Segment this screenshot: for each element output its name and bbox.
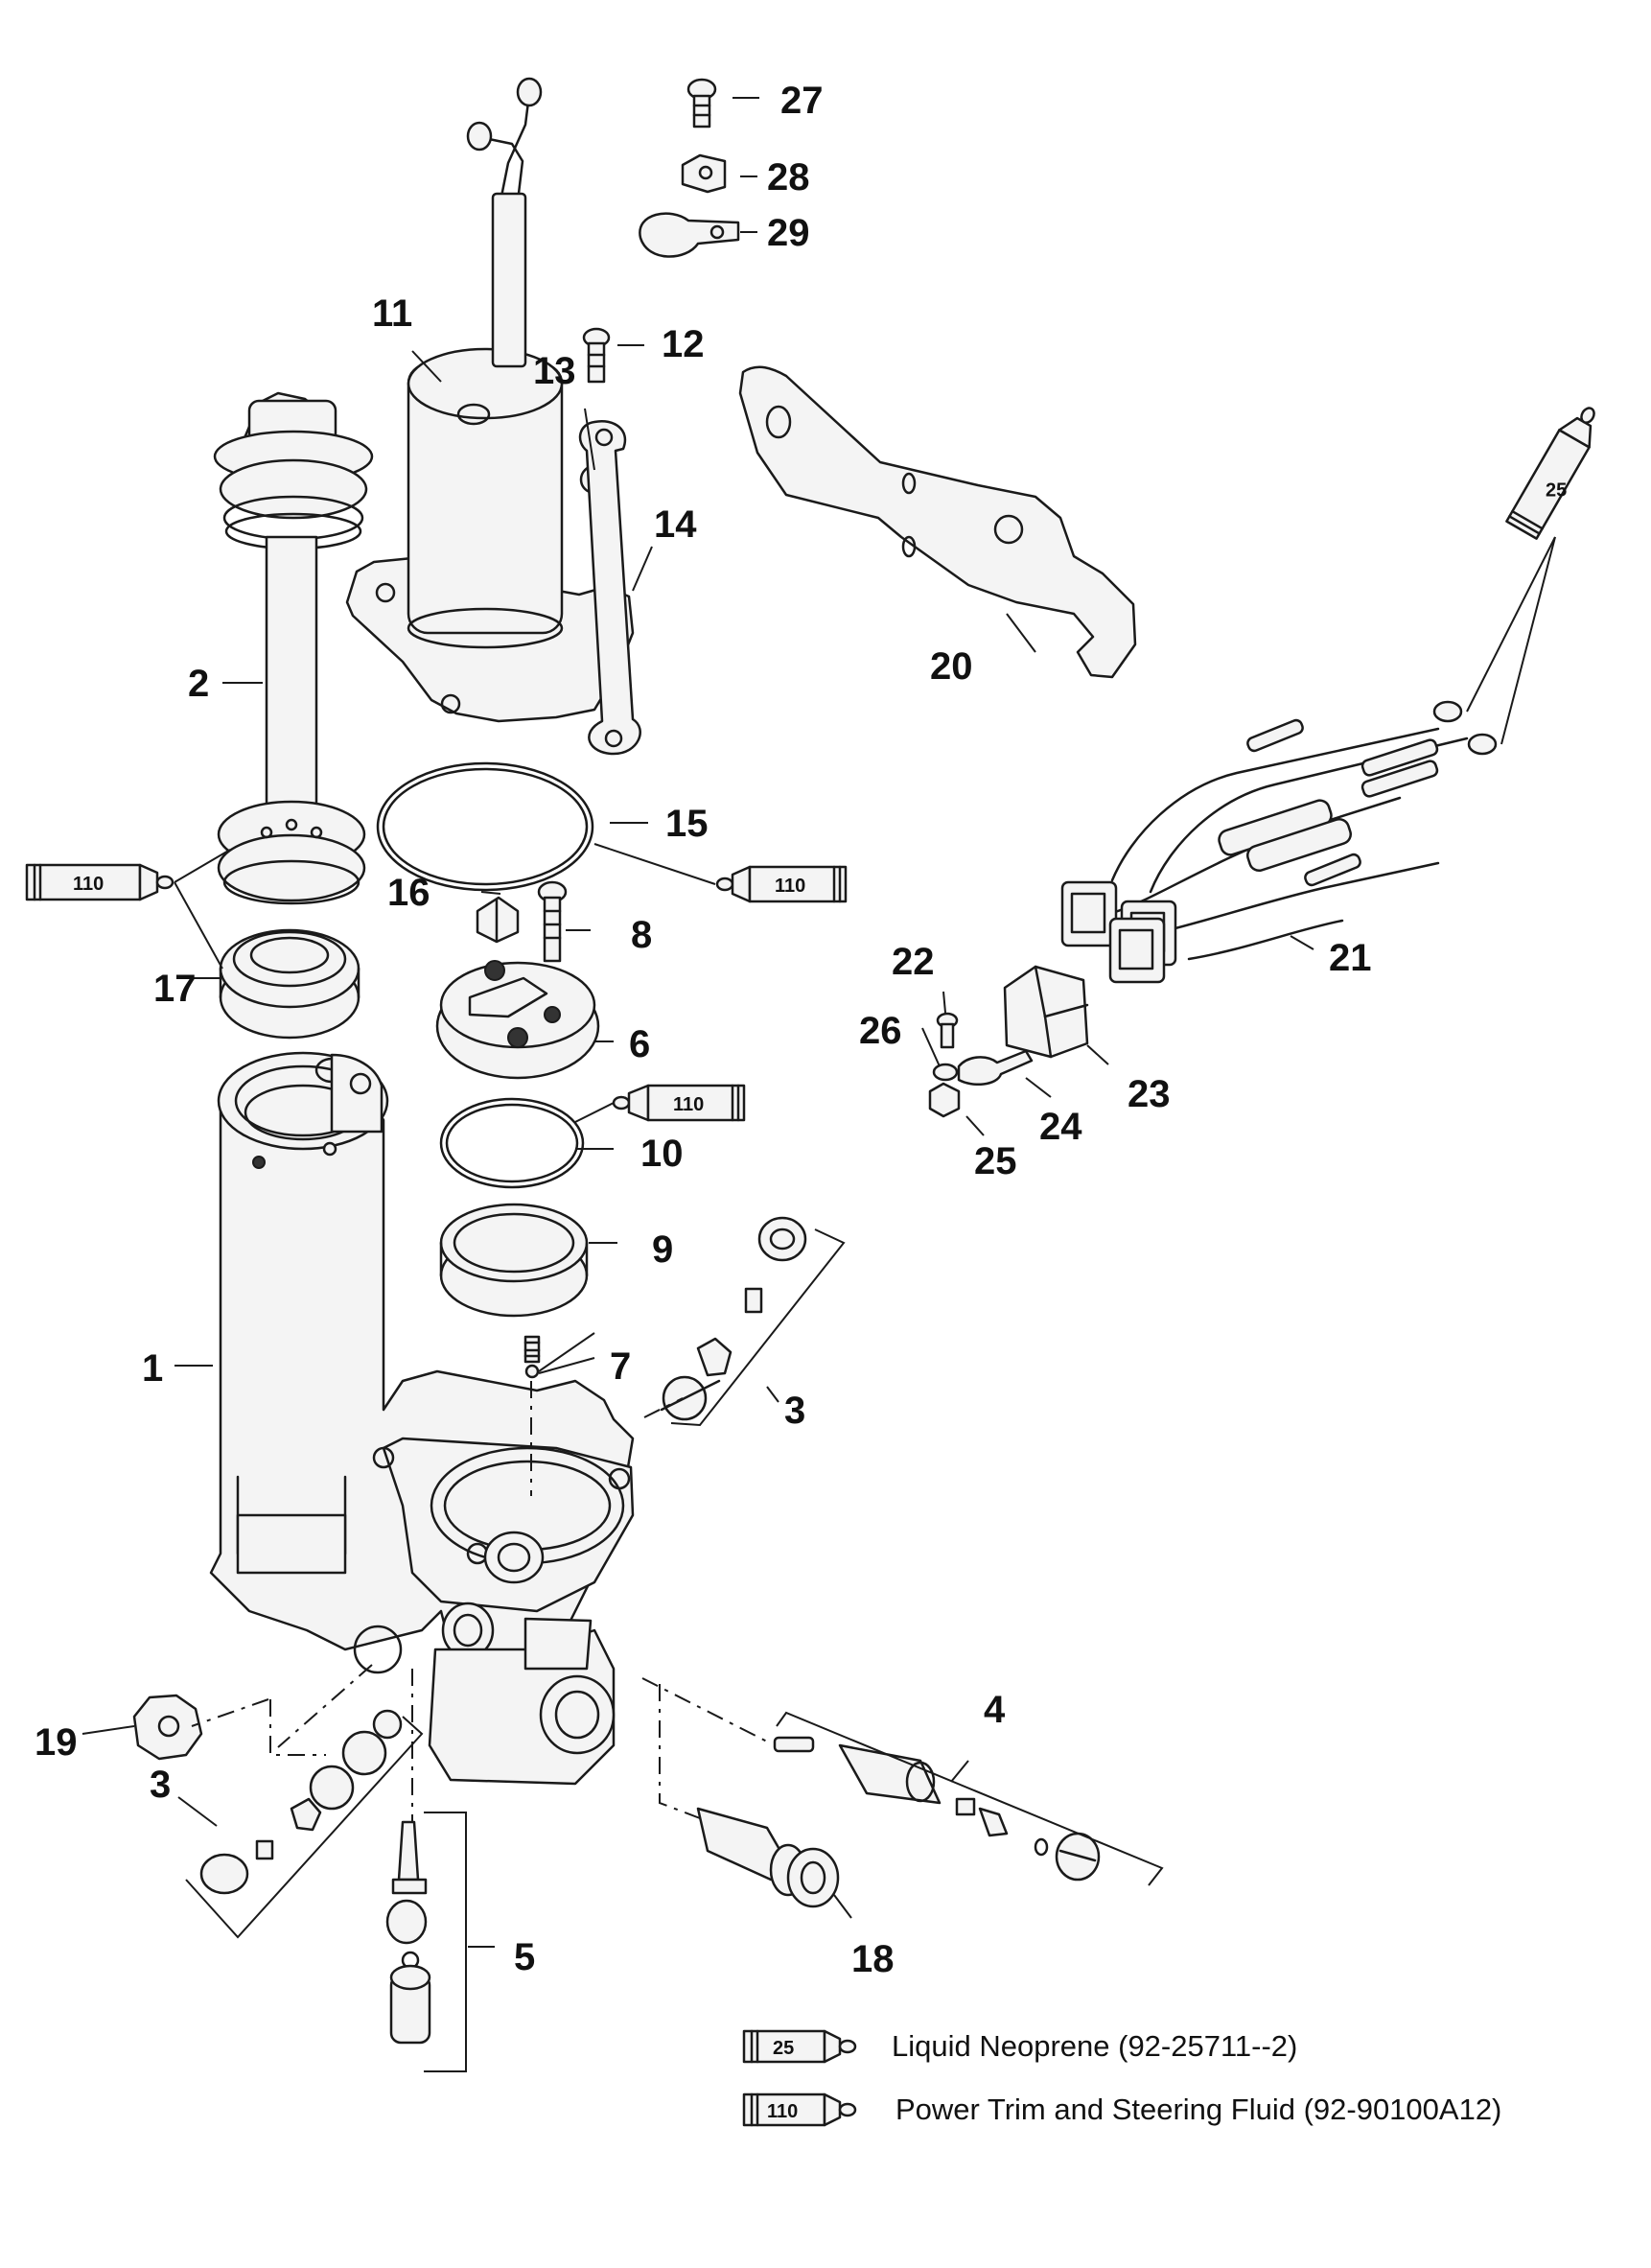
part-15-o-ring <box>376 761 594 892</box>
callout-7: 7 <box>610 1345 631 1388</box>
part-3-valve-assembly-lower <box>185 1709 424 1939</box>
part-6-valve-body <box>435 960 600 1080</box>
callout-16: 16 <box>387 872 430 914</box>
callout-21: 21 <box>1329 937 1372 979</box>
sealant-tube-110-right: 110 <box>715 865 848 903</box>
legend-text-liquid-neoprene: Liquid Neoprene (92-25711--2) <box>892 2029 1297 2063</box>
part-1-pump-housing <box>209 1051 635 1786</box>
part-14-ground-strap <box>578 419 641 756</box>
part-4-valve-assembly <box>773 1711 1164 1886</box>
part-12-screw <box>582 327 611 384</box>
part-28-nut <box>681 153 727 194</box>
callout-3-lower: 3 <box>150 1764 171 1806</box>
callout-19: 19 <box>35 1721 78 1764</box>
legend-text-power-trim-fluid: Power Trim and Steering Fluid (92-90100A… <box>895 2093 1501 2126</box>
legend: 25 Liquid Neoprene (92-25711--2) 110 Pow… <box>742 2029 1501 2127</box>
part-29-clamp <box>639 212 740 258</box>
legend-tube-25-label: 25 <box>773 2038 794 2059</box>
part-16-cap <box>476 896 520 944</box>
callout-20: 20 <box>930 645 973 688</box>
part-19-fitting <box>132 1694 203 1761</box>
callout-1: 1 <box>142 1347 163 1390</box>
part-26-washer <box>932 1063 959 1082</box>
callout-10: 10 <box>640 1133 684 1175</box>
callout-22: 22 <box>892 941 935 983</box>
tube-110-mid-label: 110 <box>673 1094 704 1115</box>
sealant-tube-25-top: 25 <box>1505 407 1595 540</box>
part-24-terminal <box>957 1049 1034 1087</box>
part-3-valve-assembly-upper <box>660 1216 846 1427</box>
callout-8: 8 <box>631 914 652 956</box>
callout-6: 6 <box>629 1023 650 1065</box>
legend-tube-110-label: 110 <box>767 2101 798 2122</box>
callout-29: 29 <box>767 212 810 254</box>
callout-9: 9 <box>652 1228 673 1271</box>
part-27-screw <box>686 78 717 129</box>
part-21-wiring-harness <box>1060 700 1498 984</box>
part-10-o-ring <box>439 1097 585 1189</box>
callout-2: 2 <box>188 663 209 705</box>
legend-item-power-trim-fluid: 110 Power Trim and Steering Fluid (92-90… <box>742 2093 1501 2127</box>
part-11-motor <box>345 77 635 723</box>
callout-4: 4 <box>984 1689 1006 1731</box>
callout-11: 11 <box>372 292 412 335</box>
part-17-seal <box>219 928 360 1040</box>
part-7-check-ball-springs <box>523 1335 541 1379</box>
callout-3-upper: 3 <box>784 1390 805 1432</box>
part-18-manual-release-shaft <box>696 1807 840 1908</box>
callout-13: 13 <box>533 350 576 392</box>
callout-25: 25 <box>974 1140 1017 1182</box>
callout-18: 18 <box>851 1938 895 1980</box>
callout-23: 23 <box>1128 1073 1171 1115</box>
sealant-tube-110-left: 110 <box>25 863 174 901</box>
tube-110-left-label: 110 <box>73 874 104 895</box>
part-25-nut <box>928 1082 961 1118</box>
part-2-trim-rod <box>213 391 374 905</box>
part-5-valve-assembly <box>385 1812 467 2072</box>
callout-14: 14 <box>654 503 697 546</box>
callout-5: 5 <box>514 1936 535 1978</box>
part-20-bracket <box>738 365 1137 679</box>
callout-15: 15 <box>665 803 709 845</box>
callout-12: 12 <box>662 323 705 365</box>
part-22-screw <box>936 1012 959 1049</box>
callout-27: 27 <box>780 80 824 122</box>
callout-17: 17 <box>153 968 197 1010</box>
callout-28: 28 <box>767 156 810 199</box>
part-9-filter <box>439 1203 589 1318</box>
legend-item-liquid-neoprene: 25 Liquid Neoprene (92-25711--2) <box>742 2029 1297 2064</box>
callout-24: 24 <box>1039 1106 1082 1148</box>
sealant-tube-110-mid: 110 <box>612 1084 746 1122</box>
part-8-screw <box>537 880 568 963</box>
part-23-relay <box>1003 965 1089 1059</box>
tube-25-top-label: 25 <box>1546 479 1567 501</box>
callout-26: 26 <box>859 1010 902 1052</box>
tube-110-right-label: 110 <box>775 876 805 897</box>
